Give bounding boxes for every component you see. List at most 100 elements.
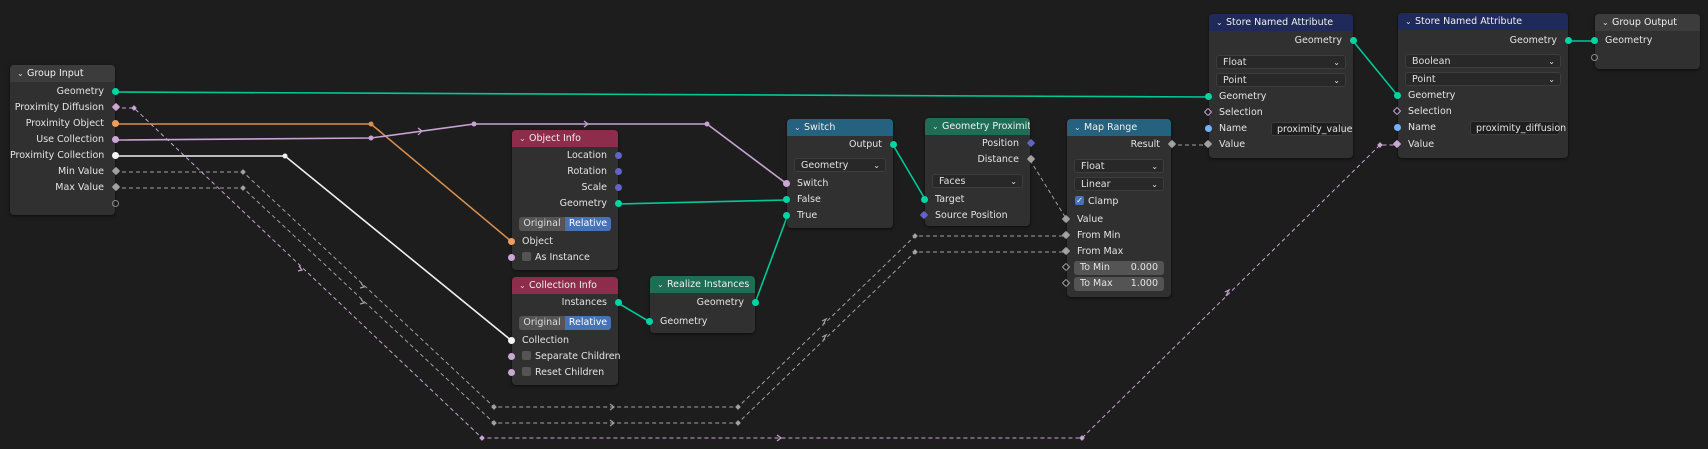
collapse-chevron-icon[interactable]: ⌄ — [657, 280, 664, 289]
domain-select[interactable]: Point⌄ — [1216, 73, 1346, 87]
collapse-chevron-icon[interactable]: ⌄ — [932, 122, 939, 131]
relative-button[interactable]: Relative — [565, 316, 611, 330]
collapse-chevron-icon[interactable]: ⌄ — [1602, 18, 1609, 27]
input-object[interactable]: Object — [508, 234, 618, 250]
link-object — [115, 123, 513, 243]
socket-geometry-icon[interactable] — [1591, 37, 1598, 44]
data-type-select[interactable]: Float⌄ — [1216, 55, 1346, 69]
socket-geometry-icon[interactable] — [752, 299, 759, 306]
map-range-node[interactable]: ⌄Map Range Result Float⌄ Linear⌄ ✓Clamp … — [1061, 119, 1177, 297]
socket-geometry-icon[interactable] — [921, 196, 928, 203]
geometry-proximity-header[interactable]: ⌄Geometry Proximity — [925, 118, 1030, 135]
transform-space-toggle[interactable]: Original Relative — [519, 316, 611, 330]
realize-instances-header[interactable]: ⌄Realize Instances — [650, 276, 755, 293]
node-title: Group Output — [1612, 17, 1677, 28]
socket-collection-icon[interactable] — [508, 337, 515, 344]
chevron-down-icon: ⌄ — [1151, 180, 1158, 189]
data-type-select[interactable]: Boolean⌄ — [1405, 54, 1561, 68]
checkbox-icon[interactable] — [522, 367, 531, 376]
socket-vector-icon[interactable] — [615, 168, 622, 175]
transform-space-toggle[interactable]: Original Relative — [519, 217, 611, 231]
socket-empty-icon[interactable] — [1591, 54, 1598, 61]
data-type-select[interactable]: Float⌄ — [1074, 159, 1164, 173]
socket-geometry-icon[interactable] — [1350, 37, 1357, 44]
node-title: Group Input — [27, 68, 84, 79]
socket-boolean-icon[interactable] — [508, 369, 515, 376]
output-instances: Instances — [512, 295, 622, 311]
store-named-attribute-node-1[interactable]: ⌄Store Named Attribute Geometry Float⌄ P… — [1203, 14, 1357, 158]
clamp-checkbox[interactable]: ✓Clamp — [1075, 196, 1119, 207]
map-range-header[interactable]: ⌄Map Range — [1067, 119, 1171, 136]
socket-geometry-icon[interactable] — [1205, 93, 1212, 100]
collapse-chevron-icon[interactable]: ⌄ — [1405, 17, 1412, 26]
domain-select[interactable]: Point⌄ — [1405, 72, 1561, 86]
store-attribute-header[interactable]: ⌄Store Named Attribute — [1209, 14, 1353, 31]
name-field[interactable]: proximity_value — [1271, 122, 1352, 136]
input-collection[interactable]: Collection — [508, 333, 618, 349]
socket-geometry-icon[interactable] — [112, 88, 119, 95]
input-geometry: Geometry — [646, 314, 755, 330]
store-named-attribute-node-2[interactable]: ⌄Store Named Attribute Geometry Boolean⌄… — [1392, 13, 1572, 158]
switch-header[interactable]: ⌄Switch — [787, 119, 893, 136]
collection-info-node[interactable]: ⌄Collection Info Instances Original Rela… — [508, 277, 622, 385]
checkbox-icon[interactable] — [522, 351, 531, 360]
target-element-select[interactable]: Faces⌄ — [932, 174, 1023, 188]
socket-vector-icon[interactable] — [615, 152, 622, 159]
collapse-chevron-icon[interactable]: ⌄ — [17, 69, 24, 78]
socket-boolean-icon[interactable] — [508, 254, 515, 261]
socket-geometry-icon[interactable] — [783, 212, 790, 219]
interpolation-select[interactable]: Linear⌄ — [1074, 177, 1164, 191]
socket-collection-icon[interactable] — [112, 152, 119, 159]
socket-vector-icon[interactable] — [615, 184, 622, 191]
object-info-node[interactable]: ⌄Object Info Location Rotation Scale Geo… — [508, 130, 622, 270]
socket-geometry-icon[interactable] — [1394, 92, 1401, 99]
input-separate-children[interactable]: Separate Children — [508, 349, 621, 365]
socket-object-icon[interactable] — [508, 238, 515, 245]
input-reset-children[interactable]: Reset Children — [508, 365, 618, 381]
group-input-node[interactable]: ⌄Group Input Geometry Proximity Diffusio… — [10, 65, 121, 215]
checkmark-icon[interactable]: ✓ — [1075, 196, 1084, 205]
collapse-chevron-icon[interactable]: ⌄ — [1074, 123, 1081, 132]
socket-string-icon[interactable] — [1205, 125, 1212, 132]
socket-boolean-icon[interactable] — [112, 136, 119, 143]
group-output-node[interactable]: ⌄Group Output Geometry — [1591, 14, 1700, 69]
socket-geometry-icon[interactable] — [615, 299, 622, 306]
socket-geometry-icon[interactable] — [890, 141, 897, 148]
input-as-instance[interactable]: As Instance — [508, 250, 618, 266]
collapse-chevron-icon[interactable]: ⌄ — [1216, 18, 1223, 27]
socket-object-icon[interactable] — [112, 120, 119, 127]
store-attribute-header[interactable]: ⌄Store Named Attribute — [1398, 13, 1568, 30]
realize-instances-node[interactable]: ⌄Realize Instances Geometry Geometry — [646, 276, 759, 333]
socket-geometry-icon[interactable] — [783, 196, 790, 203]
collection-info-header[interactable]: ⌄Collection Info — [512, 277, 618, 294]
group-output-header[interactable]: ⌄Group Output — [1595, 14, 1700, 31]
original-button[interactable]: Original — [519, 316, 565, 330]
checkbox-icon[interactable] — [522, 252, 531, 261]
socket-geometry-icon[interactable] — [1565, 37, 1572, 44]
node-title: Map Range — [1084, 122, 1138, 133]
object-info-header[interactable]: ⌄Object Info — [512, 130, 618, 147]
original-button[interactable]: Original — [519, 217, 565, 231]
collapse-chevron-icon[interactable]: ⌄ — [519, 134, 526, 143]
relative-button[interactable]: Relative — [565, 217, 611, 231]
socket-geometry-icon[interactable] — [615, 200, 622, 207]
socket-boolean-icon[interactable] — [783, 180, 790, 187]
socket-boolean-icon[interactable] — [508, 353, 515, 360]
socket-empty-icon[interactable] — [112, 200, 119, 207]
socket-geometry-icon[interactable] — [646, 318, 653, 325]
collapse-chevron-icon[interactable]: ⌄ — [519, 281, 526, 290]
socket-string-icon[interactable] — [1394, 124, 1401, 131]
switch-node[interactable]: ⌄Switch Output Geometry⌄ Switch False Tr… — [783, 119, 897, 228]
geometry-proximity-node[interactable]: ⌄Geometry Proximity Position Distance Fa… — [919, 118, 1036, 226]
type-select[interactable]: Geometry⌄ — [794, 158, 886, 172]
name-field[interactable]: proximity_diffusion — [1470, 121, 1566, 135]
input-switch[interactable]: Switch — [783, 176, 893, 192]
output-use-collection: Use Collection — [10, 132, 119, 148]
collapse-chevron-icon[interactable]: ⌄ — [794, 123, 801, 132]
group-input-header[interactable]: ⌄Group Input — [10, 65, 115, 82]
output-position: Position — [925, 136, 1036, 152]
chevron-down-icon: ⌄ — [1333, 58, 1340, 67]
